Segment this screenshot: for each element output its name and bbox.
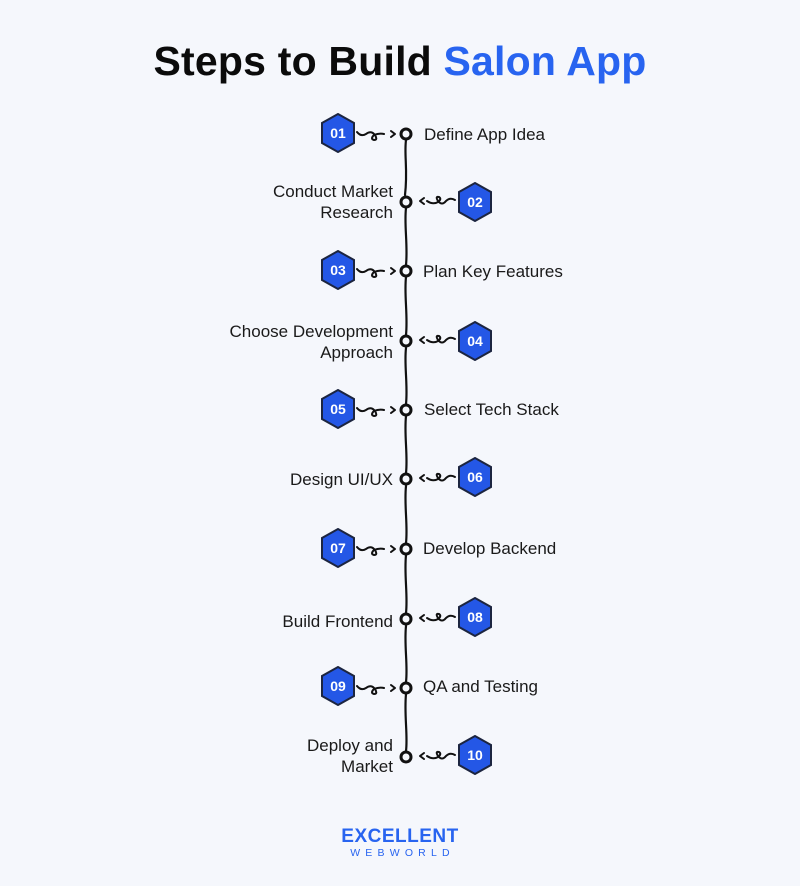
step-label-08: Build Frontend (282, 612, 393, 631)
squiggle-arrows (356, 130, 456, 760)
step-label-03: Plan Key Features (423, 262, 563, 281)
logo-line2: WEBWORLD (350, 847, 455, 859)
hexagon-icon (321, 666, 355, 706)
step-label-09: QA and Testing (423, 677, 538, 696)
timeline-nodes (399, 127, 413, 764)
hexagon-icon (458, 182, 492, 222)
step-label-10: Deploy and Market (306, 736, 393, 776)
step-label-04: Choose Development Approach (229, 322, 393, 362)
step-label-01: Define App Idea (424, 125, 545, 144)
hexagon-icon (458, 321, 492, 361)
page-title: Steps to Build Salon App (0, 38, 800, 85)
logo-line1: EXCELLENT (341, 826, 459, 847)
step-badge-08: 08 (457, 597, 493, 637)
step-badge-05: 05 (320, 389, 356, 429)
brand-logo: EXCELLENT WEBWORLD (0, 826, 800, 860)
title-accent: Salon App (443, 38, 647, 84)
hexagon-icon (458, 457, 492, 497)
hexagon-icon (458, 735, 492, 775)
step-badge-04: 04 (457, 321, 493, 361)
hexagon-icon (321, 528, 355, 568)
step-label-02: Conduct Market Research (273, 182, 393, 222)
step-badge-09: 09 (320, 666, 356, 706)
step-badge-01: 01 (320, 113, 356, 153)
step-badge-06: 06 (457, 457, 493, 497)
hexagon-icon (458, 597, 492, 637)
hexagon-icon (321, 250, 355, 290)
title-prefix: Steps to Build (153, 38, 444, 84)
step-badge-03: 03 (320, 250, 356, 290)
step-badge-02: 02 (457, 182, 493, 222)
timeline-spine (403, 138, 408, 753)
step-badge-10: 10 (457, 735, 493, 775)
step-label-07: Develop Backend (423, 539, 557, 558)
step-label-06: Design UI/UX (290, 470, 393, 489)
step-label-05: Select Tech Stack (424, 400, 559, 419)
hexagon-icon (321, 389, 355, 429)
step-badge-07: 07 (320, 528, 356, 568)
hexagon-icon (321, 113, 355, 153)
